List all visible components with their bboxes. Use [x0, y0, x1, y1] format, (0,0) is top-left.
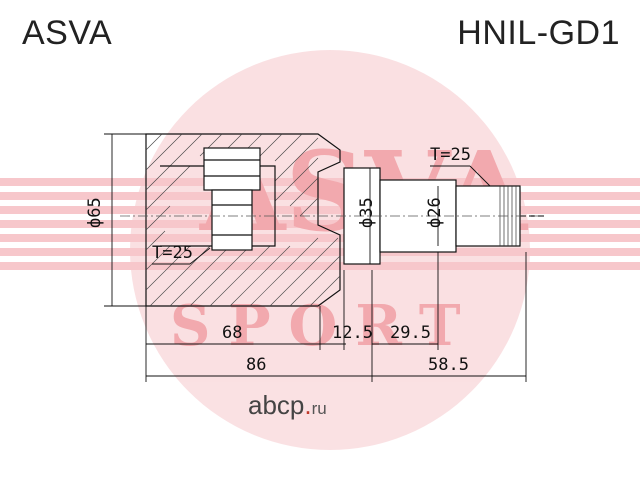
joint-housing [145, 133, 341, 307]
dim-spline-diameter: ф26 [425, 197, 445, 228]
watermark-text-bottom: SPORT [170, 293, 479, 359]
dim-outer-diameter: ф65 [85, 197, 105, 228]
dim-body-length: 68 [222, 323, 242, 343]
part-number: HNIL-GD1 [457, 14, 620, 52]
dim-collar-length: 12.5 [332, 323, 373, 343]
watermark-stripes [0, 178, 640, 270]
dim-neck-length: 29.5 [390, 323, 431, 343]
dim-inner-teeth: T=25 [152, 243, 193, 263]
dim-shaft-diameter: ф35 [357, 197, 377, 228]
dim-total-right: 58.5 [428, 355, 469, 375]
site-dot: . [304, 390, 312, 420]
dimension-lines [104, 133, 527, 382]
site-tld: ru [311, 399, 327, 418]
dim-total-left: 86 [246, 355, 266, 375]
brand-title: ASVA [22, 14, 113, 52]
site-name: abcp [248, 390, 305, 420]
dim-outer-teeth: T=25 [430, 145, 471, 165]
site-watermark: abcp.ru [248, 390, 327, 421]
